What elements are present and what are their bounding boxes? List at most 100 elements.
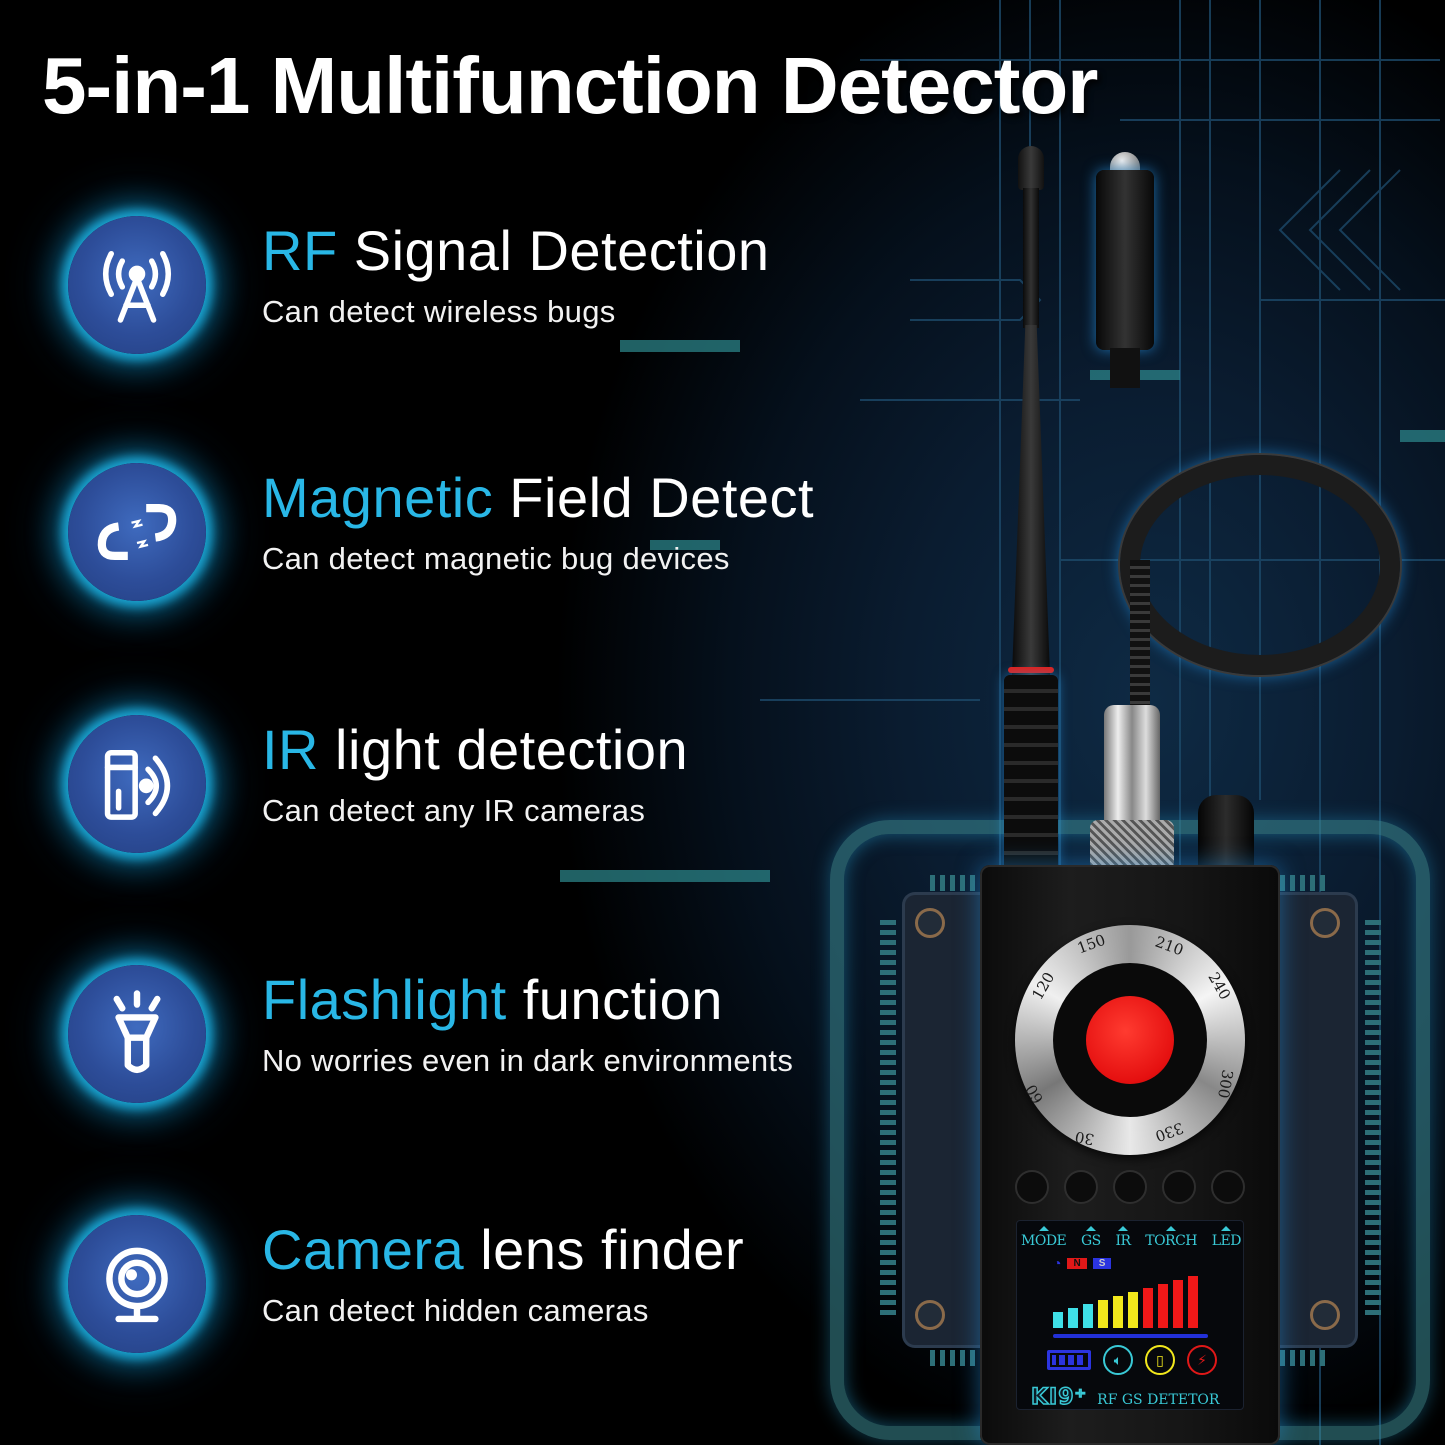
- screw: [1310, 908, 1340, 938]
- lcd-label-gs: GS: [1080, 1233, 1101, 1249]
- antenna-body: [1012, 325, 1050, 675]
- signal-bar: [1188, 1276, 1198, 1328]
- lcd-label-led: LED: [1211, 1233, 1242, 1249]
- model-name: KI9⁺: [1030, 1384, 1088, 1411]
- screw: [915, 1300, 945, 1330]
- wifi-icon: ◔: [1053, 1255, 1062, 1271]
- lcd-mode-icons: 🔈︎ ▯ ⚡︎: [1047, 1345, 1217, 1375]
- feature-title: Camera lens finder: [262, 1217, 744, 1282]
- lens-housing: [1053, 963, 1207, 1117]
- screw: [915, 908, 945, 938]
- feature-description: Can detect wireless bugs: [262, 294, 616, 329]
- feature-title: IR light detection: [262, 717, 688, 782]
- signal-bar: [1098, 1300, 1108, 1328]
- feature-ir-light: IR light detection Can detect any IR cam…: [0, 715, 860, 885]
- signal-bar: [1128, 1292, 1138, 1328]
- signal-bar: [1068, 1308, 1078, 1328]
- ir-sensor-icon: [104, 749, 170, 820]
- led-button[interactable]: [1211, 1170, 1245, 1204]
- magnet-south-pole: S: [1092, 1257, 1112, 1269]
- chip-pins: [1365, 920, 1381, 1320]
- signal-bar: [1158, 1284, 1168, 1328]
- dial-label: 330: [1152, 1118, 1186, 1146]
- screw: [1310, 1300, 1340, 1330]
- sensitivity-knob: [1198, 795, 1254, 875]
- chip-pins: [880, 920, 896, 1320]
- signal-bar: [1053, 1312, 1063, 1328]
- signal-bar: [1083, 1304, 1093, 1328]
- antenna-shaft: [1023, 188, 1039, 328]
- flashlight-icon: [113, 990, 161, 1074]
- feature-title-rest: Field Detect: [493, 466, 815, 529]
- vibrate-icon: ▯: [1145, 1345, 1175, 1375]
- ir-button[interactable]: [1113, 1170, 1147, 1204]
- feature-title-highlight: IR: [262, 718, 319, 781]
- battery-icon: [1047, 1350, 1091, 1370]
- gooseneck-cable-vertical: [1130, 560, 1150, 710]
- flashlight-icon-badge: [68, 965, 206, 1103]
- lcd-status-icons: ◔ N S: [1053, 1255, 1112, 1271]
- speaker-icon: 🔈︎: [1103, 1345, 1133, 1375]
- feature-description: Can detect magnetic bug devices: [262, 541, 730, 576]
- dial-label: 210: [1152, 932, 1186, 960]
- feature-title-rest: lens finder: [464, 1218, 745, 1281]
- feature-description: Can detect hidden cameras: [262, 1293, 649, 1328]
- gooseneck-cable: [1120, 455, 1400, 675]
- red-lens-filter: [1086, 996, 1174, 1084]
- antenna-tip: [1018, 146, 1044, 190]
- magnetic-probe-tip: [1110, 152, 1140, 174]
- lens-dial: 150 210 240 300 330 30 60 120: [1015, 925, 1245, 1155]
- signal-bar: [1143, 1288, 1153, 1328]
- camera-icon-badge: [68, 1215, 206, 1353]
- feature-rf-signal: RF Signal Detection Can detect wireless …: [0, 216, 860, 386]
- feature-magnetic-field: Magnetic Field Detect Can detect magneti…: [0, 463, 860, 633]
- lcd-display: MODE GS IR TORCH LED ◔ N S: [1016, 1220, 1244, 1411]
- signal-bar: [1173, 1280, 1183, 1328]
- radio-tower-icon: [102, 250, 172, 323]
- signal-strength-bars: [1053, 1273, 1213, 1328]
- dial-label: 30: [1073, 1127, 1096, 1149]
- knurled-nut: [1090, 820, 1174, 870]
- antenna-red-ring: [1008, 667, 1054, 673]
- gs-button[interactable]: [1064, 1170, 1098, 1204]
- lcd-label-torch: TORCH: [1145, 1233, 1198, 1249]
- feature-camera-lens: Camera lens finder Can detect hidden cam…: [0, 1215, 860, 1385]
- feature-title: Magnetic Field Detect: [262, 465, 814, 530]
- antenna-base: [1004, 675, 1058, 870]
- dial-label: 60: [1021, 1081, 1048, 1107]
- feature-flashlight: Flashlight function No worries even in d…: [0, 965, 860, 1135]
- function-buttons: [1015, 1170, 1245, 1204]
- feature-title-highlight: Camera: [262, 1218, 465, 1281]
- page-title: 5-in-1 Multifunction Detector: [42, 41, 1098, 130]
- feature-title-rest: function: [506, 968, 723, 1031]
- lcd-footer-text: RF GS DETETOR: [1097, 1392, 1220, 1408]
- feature-title-rest: Signal Detection: [337, 219, 770, 282]
- dial-label: 240: [1204, 969, 1235, 1003]
- feature-description: No worries even in dark environments: [262, 1043, 794, 1078]
- lcd-label-ir: IR: [1115, 1233, 1131, 1249]
- feature-title: Flashlight function: [262, 967, 723, 1032]
- dial-label: 120: [1028, 969, 1059, 1003]
- ir-icon-badge: [68, 715, 206, 853]
- magnetic-icon-badge: [68, 463, 206, 601]
- feature-title-rest: light detection: [319, 718, 689, 781]
- feature-title: RF Signal Detection: [262, 218, 770, 283]
- rf-icon-badge: [68, 216, 206, 354]
- magnet-north-pole: N: [1067, 1257, 1087, 1269]
- detector-device-illustration: 150 210 240 300 330 30 60 120 MODE GS IR…: [820, 130, 1445, 1445]
- torch-button[interactable]: [1162, 1170, 1196, 1204]
- lcd-label-mode: MODE: [1021, 1233, 1067, 1249]
- detector-body: 150 210 240 300 330 30 60 120 MODE GS IR…: [980, 865, 1280, 1445]
- feature-title-highlight: Magnetic: [262, 466, 494, 529]
- dial-label: 150: [1074, 930, 1108, 958]
- signal-bar: [1113, 1296, 1123, 1328]
- lightning-icon: ⚡︎: [1187, 1345, 1217, 1375]
- probe-neck: [1110, 348, 1140, 388]
- mode-button[interactable]: [1015, 1170, 1049, 1204]
- magnetic-probe: [1096, 170, 1154, 350]
- webcam-icon: [106, 1247, 168, 1323]
- lcd-button-labels: MODE GS IR TORCH LED: [1021, 1233, 1241, 1249]
- dial-label: 300: [1213, 1068, 1237, 1100]
- signal-baseline: [1053, 1334, 1208, 1338]
- feature-title-highlight: RF: [262, 219, 338, 282]
